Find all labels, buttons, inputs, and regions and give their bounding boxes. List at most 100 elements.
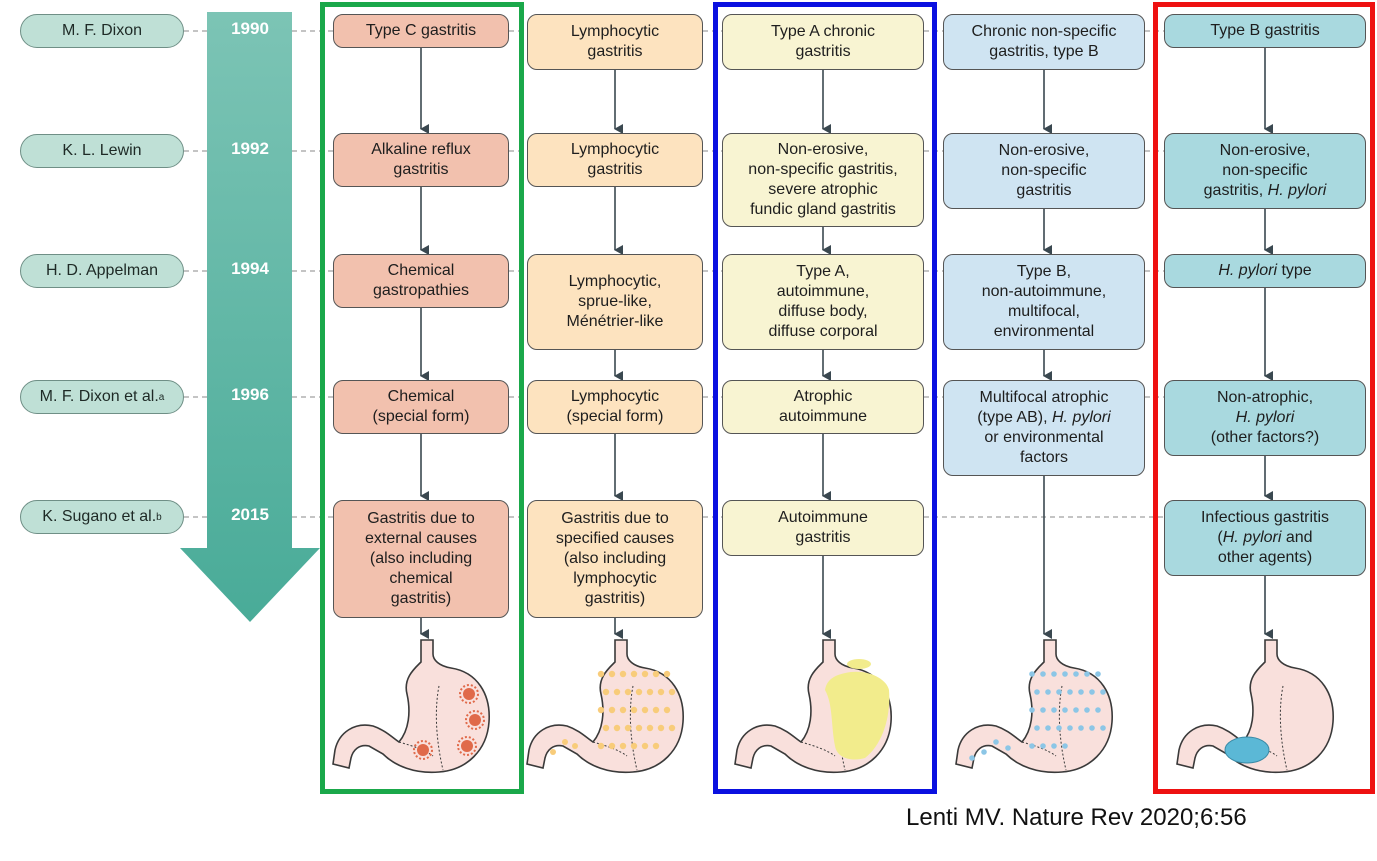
highlight-autoimmune-column xyxy=(713,2,937,794)
year-label: 1994 xyxy=(231,259,269,278)
box-text: Non-atrophic,H. pylori(other factors?) xyxy=(1211,388,1319,448)
box-text-line: fundic gland gastritis xyxy=(750,201,896,218)
lymphocyte-dot xyxy=(624,724,632,732)
lymphocyte-dot xyxy=(652,670,660,678)
lesion-mark xyxy=(461,740,473,752)
box-text-line: specified causes xyxy=(555,530,675,547)
inflammation-dot xyxy=(1056,689,1062,695)
box-text-line: Lymphocytic, xyxy=(568,273,662,290)
classification-box-lymphocytic: Lymphocytic(special form) xyxy=(527,380,703,434)
box-text-line: factors xyxy=(1019,449,1068,466)
box-text-line: Type B, xyxy=(1016,263,1072,280)
box-text-line: non-specific gastritis, xyxy=(748,161,898,178)
author-footnote-mark: a xyxy=(158,391,165,403)
box-text-line: (type AB), H. pylori xyxy=(977,409,1111,426)
inflammation-dot xyxy=(1089,689,1095,695)
lymphocyte-dot xyxy=(613,688,621,696)
inflammation-dot xyxy=(1056,725,1062,731)
inflammation-dot xyxy=(1062,743,1068,749)
lymphocyte-dot xyxy=(613,724,621,732)
box-text-line: gastritis xyxy=(1016,182,1072,199)
author-name: K. Sugano et al. xyxy=(42,508,157,525)
lymphocyte-dot xyxy=(608,706,616,714)
stomach-illustrations xyxy=(332,639,1334,774)
box-text-line: (also including xyxy=(369,550,473,567)
inflammation-dot xyxy=(1089,725,1095,731)
box-text-line: other agents) xyxy=(1217,549,1313,566)
stomach-illustration xyxy=(734,639,892,774)
box-text: Non-erosive, non-specific gastritis xyxy=(999,141,1090,201)
author-name: M. F. Dixon xyxy=(61,22,142,39)
author-name: H. D. Appelman xyxy=(45,262,159,279)
highlight-chemical-column xyxy=(320,2,524,794)
lymphocyte-dot xyxy=(597,670,605,678)
classification-box-chemical: Type C gastritis xyxy=(333,14,509,48)
flow-arrows xyxy=(420,48,1273,639)
box-text-line: diffuse corporal xyxy=(768,323,878,340)
box-text-line: gastritis xyxy=(587,43,643,60)
inflammation-dot xyxy=(1078,689,1084,695)
box-text-line: Infectious gastritis xyxy=(1200,509,1330,526)
box-text-line: Atrophic xyxy=(793,388,853,405)
box-text-line: (also including xyxy=(563,550,667,567)
box-text-line: Chronic non-specific xyxy=(971,23,1117,40)
timeline-arrow xyxy=(180,12,320,622)
box-text-line: Type C gastritis xyxy=(365,22,477,39)
stomach-illustration xyxy=(955,639,1113,774)
inflammation-dot xyxy=(1040,671,1046,677)
lesion-mark xyxy=(417,744,429,756)
box-text-line: sprue-like, xyxy=(578,293,652,310)
inflammation-dot xyxy=(1034,725,1040,731)
box-text-line: Non-atrophic, xyxy=(1216,389,1314,406)
box-text-line: Non-erosive, xyxy=(998,142,1090,159)
inflammation-dot xyxy=(1051,707,1057,713)
box-text-line: Lymphocytic xyxy=(570,388,660,405)
inflammation-dot xyxy=(1067,689,1073,695)
lymphocyte-dot xyxy=(646,724,654,732)
box-text: Lymphocytic,sprue-like,Ménétrier-like xyxy=(567,272,664,332)
box-text-line: Type B gastritis xyxy=(1210,22,1320,39)
box-text-line: gastritis) xyxy=(584,590,646,607)
box-text-line: lymphocytic xyxy=(573,570,657,587)
box-text-line: non-specific xyxy=(1001,162,1087,179)
box-text-line: (special form) xyxy=(372,408,470,425)
stomach-illustration xyxy=(332,639,490,774)
classification-box-autoimmune: Non-erosive,non-specific gastritis,sever… xyxy=(722,133,924,227)
box-text-line: Alkaline reflux xyxy=(371,141,471,158)
year-label: 1992 xyxy=(231,139,269,158)
inflammation-dot xyxy=(1051,671,1057,677)
lymphocyte-dot xyxy=(668,688,676,696)
box-text-line: chemical xyxy=(389,570,453,587)
antrum-lesion xyxy=(1224,736,1270,764)
author-pill: H. D. Appelman xyxy=(20,254,184,288)
classification-box-autoimmune: Type A,autoimmune,diffuse body,diffuse c… xyxy=(722,254,924,350)
inflammation-dot xyxy=(1095,671,1101,677)
stomach-illustration xyxy=(1176,639,1334,774)
box-text-line: non-specific xyxy=(1222,162,1308,179)
box-text-line: diffuse body, xyxy=(778,303,868,320)
highlight-hpylori-column xyxy=(1153,2,1375,794)
lesion-mark xyxy=(469,714,481,726)
lymphocyte-dot xyxy=(608,742,616,750)
lymphocyte-dot xyxy=(663,670,671,678)
inflammation-dot xyxy=(1073,671,1079,677)
lesion-mark xyxy=(463,688,475,700)
inflammation-dot xyxy=(1100,689,1106,695)
author-pill: K. L. Lewin xyxy=(20,134,184,168)
inflammation-dot xyxy=(1040,707,1046,713)
lymphocyte-dot xyxy=(630,706,638,714)
